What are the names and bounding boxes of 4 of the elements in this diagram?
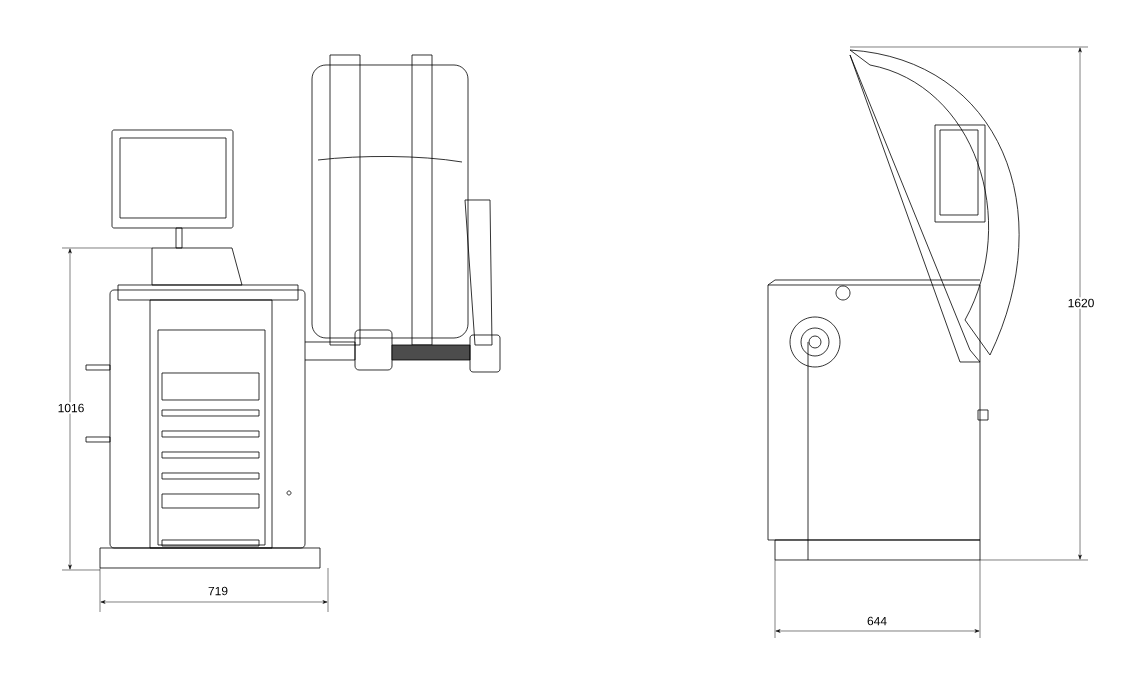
dimension-label: 1016 — [56, 402, 86, 414]
dimension-label: 719 — [206, 585, 230, 597]
dimension-label: 1620 — [1066, 297, 1096, 309]
dimension-label: 644 — [865, 615, 889, 627]
